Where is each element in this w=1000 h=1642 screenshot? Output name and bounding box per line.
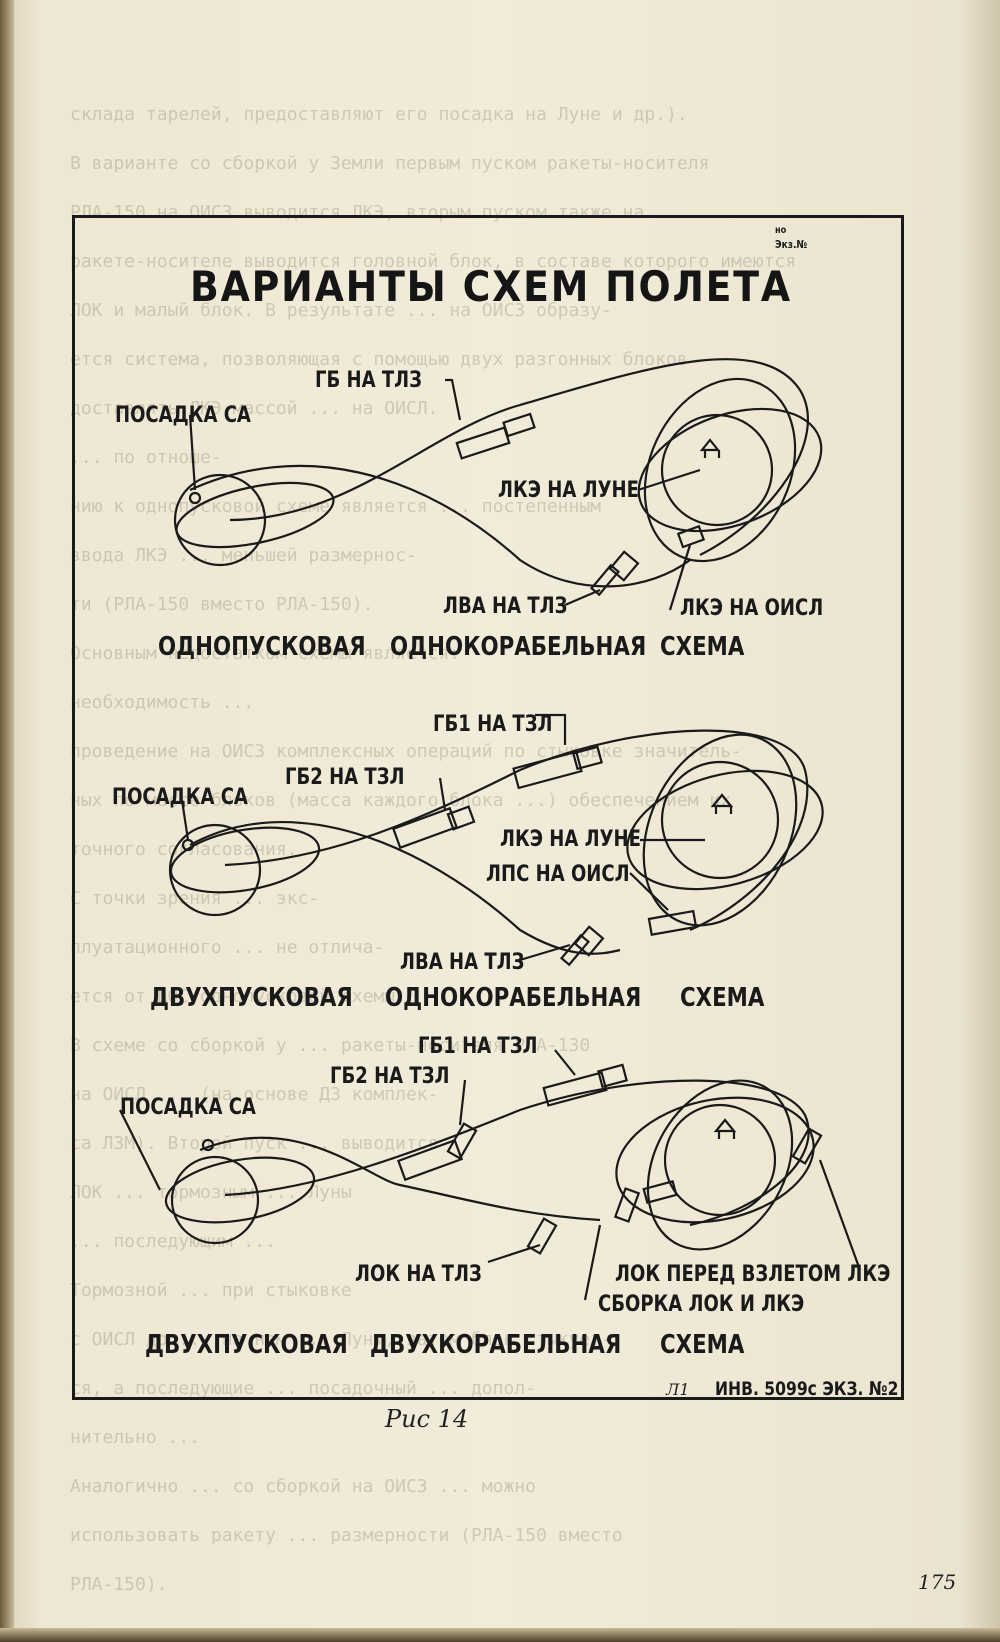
caption-3c: СХЕМА: [660, 1330, 745, 1360]
caption-2a: ДВУХПУСКОВАЯ: [150, 983, 353, 1013]
lke-oisl-1: [676, 524, 706, 549]
label-lva-tlz-2: ЛВА НА ТЛЗ: [400, 950, 525, 975]
caption-2c: СХЕМА: [680, 983, 765, 1013]
label-assembly-3: СБОРКА ЛОК И ЛКЭ: [598, 1292, 805, 1317]
moon-3: [663, 1103, 777, 1217]
sa-capsule-3: [201, 1138, 215, 1152]
return-trajectory-3: [199, 1136, 601, 1222]
leader-landing-2: [180, 799, 190, 841]
leader-lva-2: [519, 943, 571, 962]
caption-1c: СХЕМА: [660, 632, 745, 662]
moon-orbit-3a: [615, 1096, 815, 1224]
leader-landing-1: [188, 414, 197, 491]
figure-frame: [72, 215, 904, 1400]
moon-orbit-2b: [626, 769, 824, 891]
leader-landing-3: [119, 1109, 161, 1191]
leader-lok-3: [487, 1243, 541, 1264]
leader-assembly-3: [583, 1224, 602, 1301]
leader-gb1-2: [535, 713, 567, 745]
page-bottom-shadow: [0, 1628, 1000, 1642]
gb1-head-3: [596, 1063, 628, 1089]
earth-orbit-3: [164, 1156, 316, 1224]
leader-gb2-3: [458, 1079, 467, 1126]
earth-orbit-2: [169, 826, 321, 894]
return-trajectory-1: [189, 464, 691, 588]
gb2-block-3: [396, 1138, 464, 1182]
leader-gb1-3: [554, 1049, 576, 1076]
leader-lke-oisl-1: [668, 544, 692, 611]
earth-1: [173, 473, 267, 567]
label-gb1-tzl-3: ГБ1 НА ТЗЛ: [418, 1034, 538, 1059]
gb2-head-2: [446, 805, 476, 831]
lva-panel-1: [589, 563, 621, 597]
label-gb2-tzl-2: ГБ2 НА ТЗЛ: [285, 765, 405, 790]
label-lok-before-3: ЛОК ПЕРЕД ВЗЛЕТОМ ЛКЭ: [615, 1262, 891, 1287]
earth-2: [168, 823, 262, 917]
label-lke-moon-2: ЛКЭ НА ЛУНЕ: [500, 827, 641, 852]
page-spine-shadow: [0, 0, 14, 1642]
gb-block-1: [455, 426, 511, 460]
lok-panel-3a: [446, 1122, 478, 1160]
leader-lps-2: [629, 872, 669, 911]
page-number: 175: [918, 1570, 957, 1594]
label-landing-sa-2: ПОСАДКА СА: [112, 785, 248, 810]
lps-block-2: [647, 909, 698, 936]
lke-assembly-3: [642, 1180, 678, 1204]
lva-body-2: [573, 925, 605, 957]
label-lok-tlz-3: ЛОК НА ТЛЗ: [355, 1262, 482, 1287]
leader-gb2-2: [438, 777, 447, 811]
leader-lok-before-3: [818, 1159, 862, 1271]
figure-caption: Рис 14: [385, 1405, 469, 1433]
lke-lander-1: [699, 438, 721, 458]
label-landing-sa-1: ПОСАДКА СА: [115, 403, 251, 428]
earth-3: [170, 1155, 260, 1245]
leader-lva-1: [564, 588, 601, 607]
lok-panel-3d: [613, 1187, 641, 1223]
lva-panel-2: [559, 933, 591, 967]
moon-2: [660, 760, 780, 880]
caption-1a: ОДНОПУСКОВАЯ: [158, 632, 366, 662]
corner-stamp: Экз.№: [775, 238, 808, 251]
moon-orbit-2a: [642, 733, 798, 927]
gb1-block-3: [542, 1071, 608, 1107]
caption-2b: ОДНОКОРАБЕЛЬНАЯ: [385, 983, 642, 1013]
lke-lander-2: [710, 793, 734, 814]
gb2-block-2: [391, 806, 459, 850]
moon-orbit-3b: [646, 1079, 794, 1251]
label-gb1-tzl-2: ГБ1 НА ТЗЛ: [433, 712, 553, 737]
transfer-trajectory-3: [224, 1079, 810, 1227]
caption-3b: ДВУХКОРАБЕЛЬНАЯ: [370, 1330, 622, 1360]
label-lke-oisl-1: ЛКЭ НА ОИСЛ: [680, 596, 824, 621]
label-lke-moon-1: ЛКЭ НА ЛУНЕ: [498, 478, 639, 503]
lok-panel-3c: [791, 1127, 823, 1165]
figure-title: ВАРИАНТЫ СХЕМ ПОЛЕТА: [190, 262, 792, 311]
moon-orbit-1b: [637, 407, 823, 533]
label-landing-sa-3: ПОСАДКА СА: [120, 1095, 256, 1120]
moon-1: [660, 413, 774, 527]
earth-orbit-1: [175, 481, 335, 549]
gb1-head-2: [571, 745, 603, 771]
sheet-mark: Л1: [666, 1380, 690, 1399]
label-lva-tlz-1: ЛВА НА ТЛЗ: [443, 594, 568, 619]
label-gb2-tzl-3: ГБ2 НА ТЗЛ: [330, 1064, 450, 1089]
lva-body-1: [608, 550, 640, 582]
label-gb-tlz: ГБ НА ТЛЗ: [315, 368, 422, 393]
moon-orbit-1a: [643, 377, 797, 563]
sa-capsule-1: [188, 491, 202, 505]
gb-head-1: [502, 412, 536, 438]
label-lps-oisl-2: ЛПС НА ОИСЛ: [486, 862, 630, 887]
lke-lander-3: [713, 1118, 737, 1139]
leader-gb-1: [445, 378, 462, 421]
gb1-block-2: [512, 750, 583, 790]
leader-lke-moon-1: [637, 468, 701, 492]
corner-stamp-top: но: [775, 225, 787, 236]
lok-panel-3b: [526, 1217, 558, 1255]
caption-3a: ДВУХПУСКОВАЯ: [145, 1330, 348, 1360]
inventory-number: ИНВ. 5099с ЭКЗ. №2: [715, 1378, 899, 1400]
caption-1b: ОДНОКОРАБЕЛЬНАЯ: [390, 632, 647, 662]
